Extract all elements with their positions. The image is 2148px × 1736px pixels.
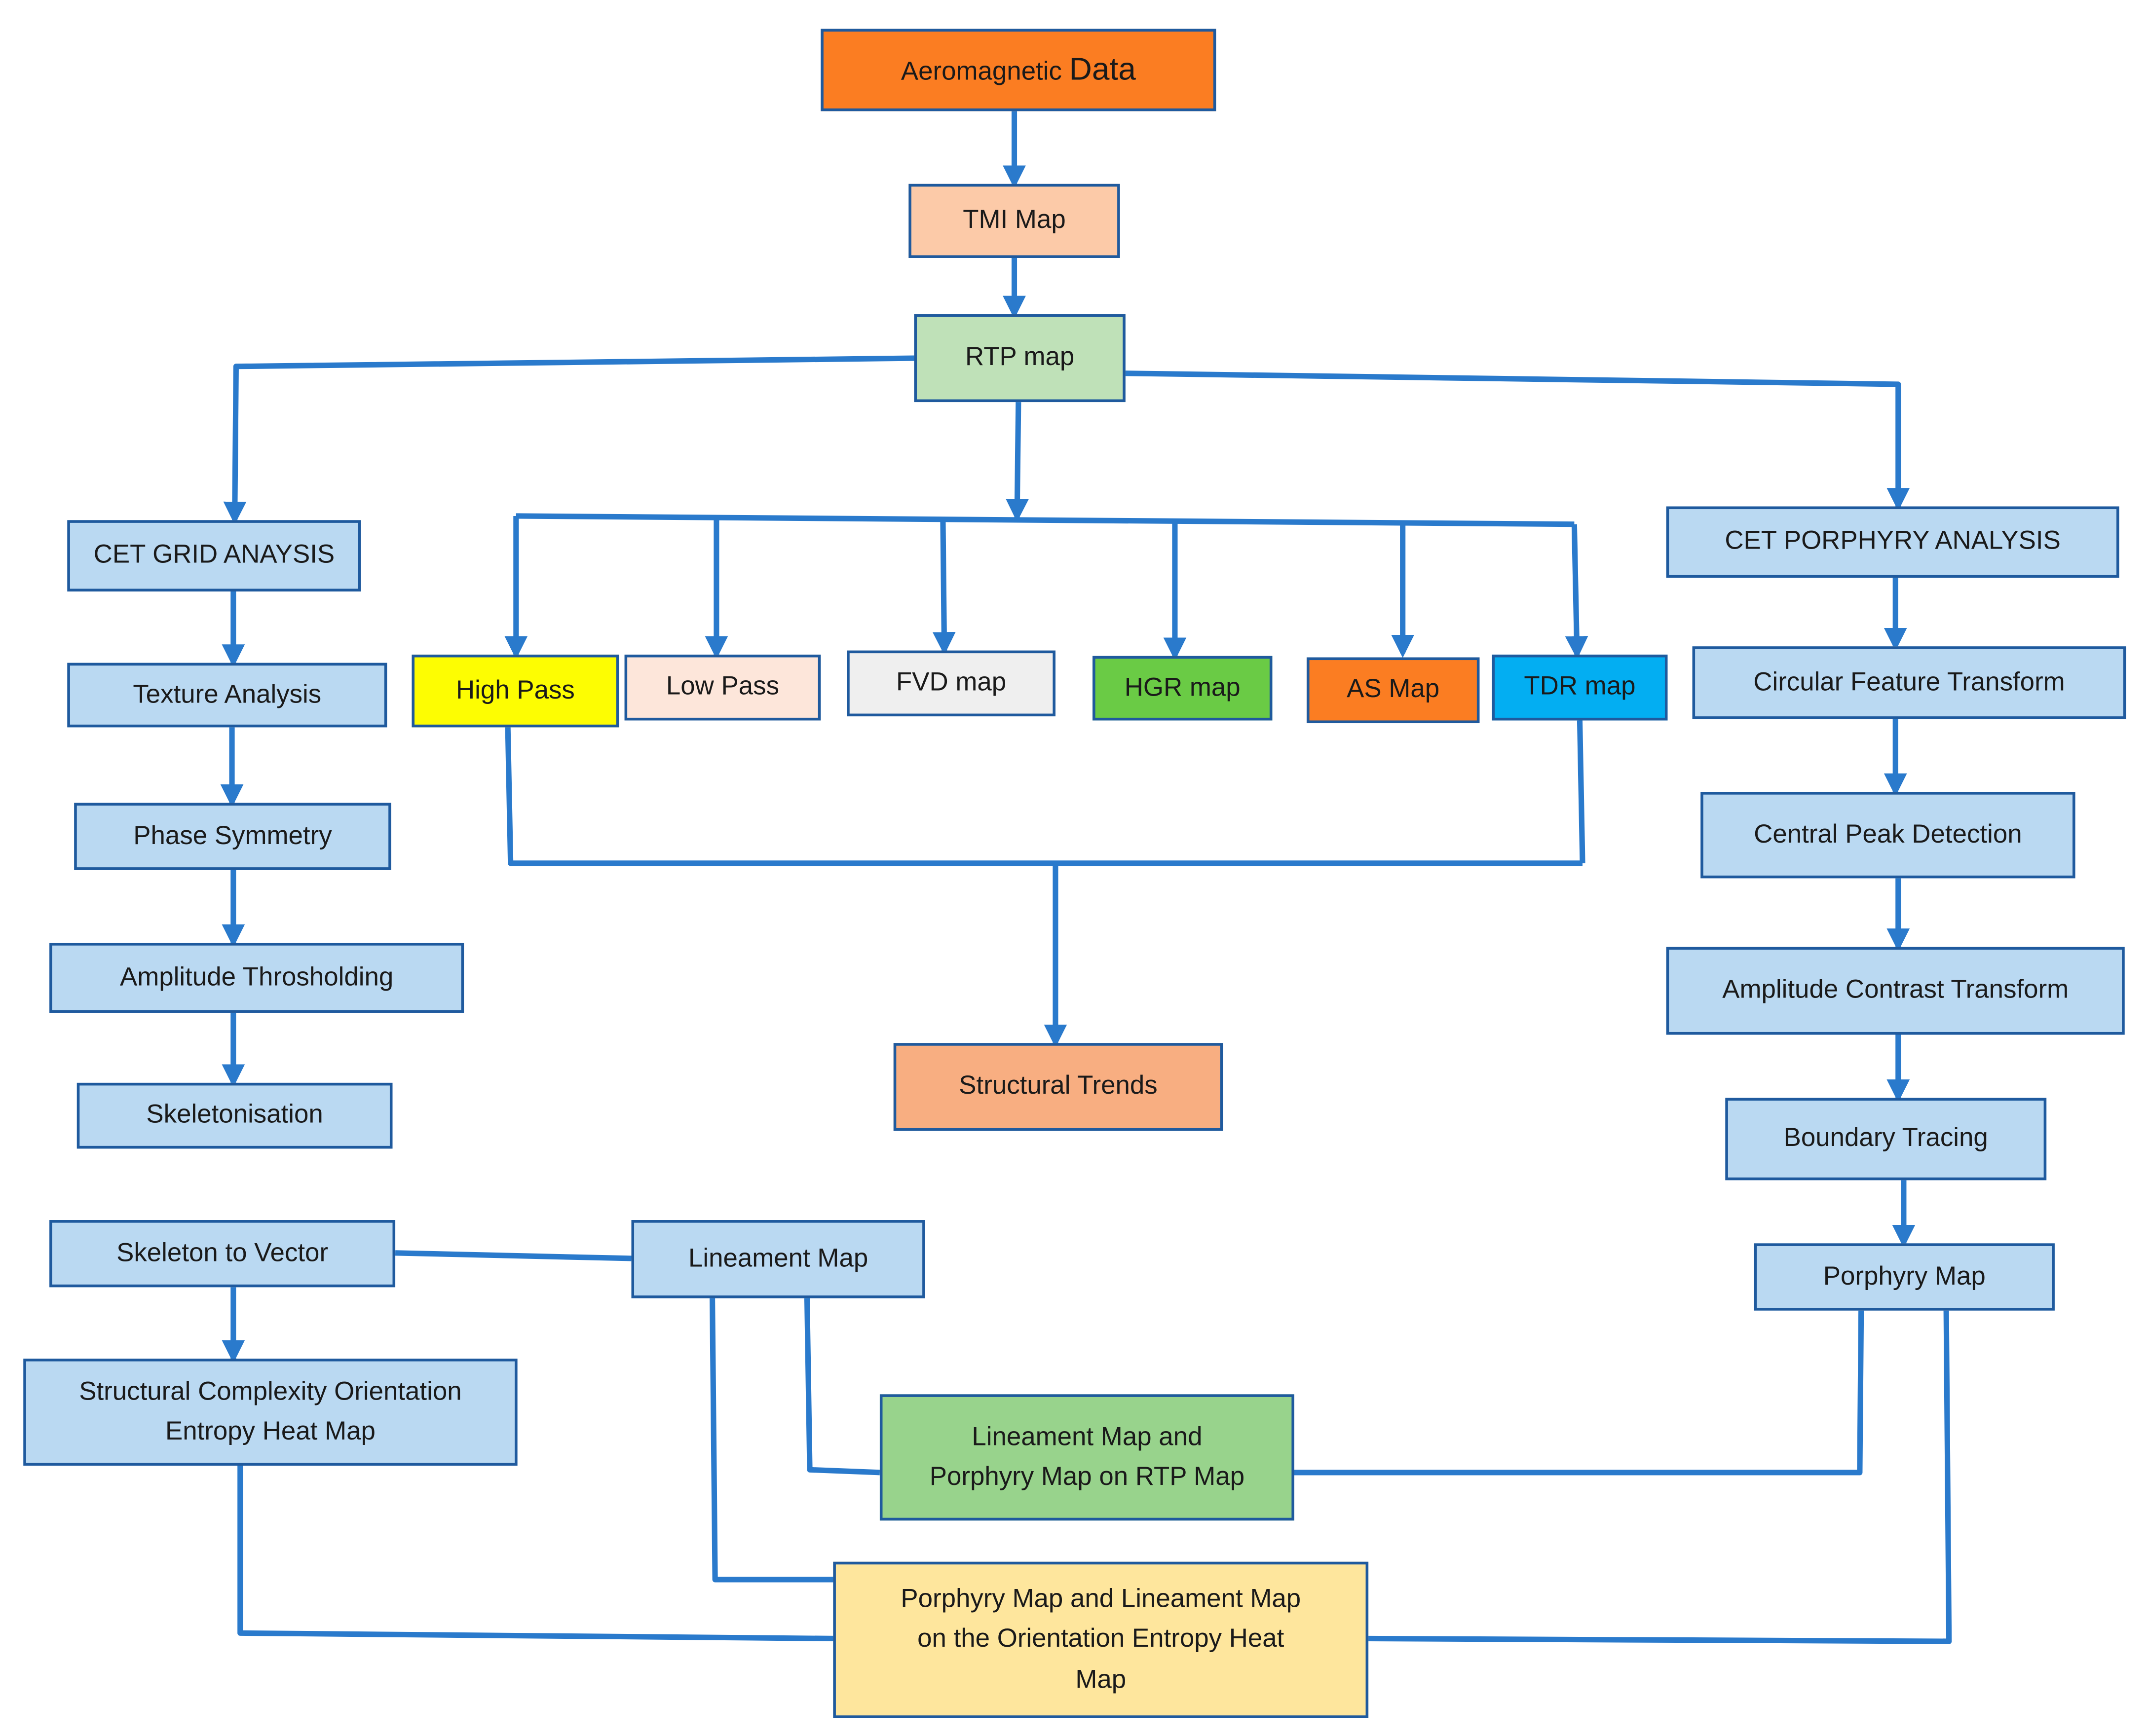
arrow-rtp-to-filters [1006,402,1029,522]
node-tmi-map: TMI Map [908,184,1120,258]
arrow-bus-to-fvd [932,518,956,655]
node-structural-complexity-heat-map: Structural Complexity Orientation Entrop… [23,1359,518,1466]
node-high-pass-label: High Pass [455,676,575,705]
line-porphyry-to-lineament-porphyry-rtp [1294,1310,1864,1476]
arrow-rtp-to-cet-porphyry [1124,370,1910,511]
merge-high-pass [505,727,1583,866]
node-high-pass: High Pass [412,654,619,728]
node-hgr-map-label: HGR map [1124,673,1241,702]
node-amplitude-contrast-transform-label: Amplitude Contrast Transform [1722,976,2069,1005]
node-porphyry-map-label: Porphyry Map [1823,1262,1986,1292]
node-amplitude-thresholding-label: Amplitude Throsholding [119,963,394,992]
merge-tdr [1577,720,1585,863]
node-lineament-map: Lineament Map [631,1220,925,1298]
node-rtp-map-label: RTP map [965,343,1075,372]
node-amplitude-thresholding: Amplitude Throsholding [49,943,464,1013]
node-hgr-map: HGR map [1093,656,1273,721]
node-skeletonisation-label: Skeletonisation [146,1101,323,1130]
node-skeletonisation: Skeletonisation [76,1082,393,1149]
line-skeleton-vector-to-lineament [395,1250,632,1261]
node-tdr-map-label: TDR map [1524,672,1636,702]
node-porphyry-lineament-entropy-line3: Map [1075,1665,1127,1695]
node-amplitude-contrast-transform: Amplitude Contrast Transform [1666,947,2125,1035]
line-complexity-to-final [237,1465,835,1642]
node-boundary-tracing-label: Boundary Tracing [1783,1124,1988,1153]
line-lineament-to-final [710,1298,835,1583]
arrow-bus-to-tdr [1565,524,1588,660]
line-porphyry-to-final [1367,1310,1952,1644]
node-lineament-map-label: Lineament Map [688,1244,868,1273]
node-aeromagnetic-data: Aeromagnetic Data [821,29,1216,111]
node-porphyry-lineament-entropy-line1: Porphyry Map and Lineament Map [901,1585,1301,1614]
node-rtp-map: RTP map [914,314,1126,403]
node-lineament-porphyry-on-rtp-line2: Porphyry Map on RTP Map [929,1463,1245,1492]
arrow-rtp-to-cet-grid [223,355,914,525]
node-tdr-map: TDR map [1492,654,1668,721]
node-fvd-map: FVD map [847,650,1055,717]
node-skeleton-to-vector-label: Skeleton to Vector [116,1239,329,1268]
node-texture-analysis-label: Texture Analysis [133,680,322,709]
node-porphyry-lineament-entropy-line2: on the Orientation Entropy Heat [917,1625,1284,1654]
node-circular-feature-transform-label: Circular Feature Transform [1753,668,2065,697]
node-structural-complexity-line1: Structural Complexity Orientation [79,1377,462,1406]
node-cet-grid-analysis-label: CET GRID ANAYSIS [93,541,335,570]
node-cet-porphyry-analysis: CET PORPHYRY ANALYSIS [1666,506,2119,578]
node-structural-trends-label: Structural Trends [959,1072,1158,1101]
node-low-pass: Low Pass [624,654,821,721]
node-as-map: AS Map [1306,657,1480,724]
node-boundary-tracing: Boundary Tracing [1725,1098,2047,1181]
node-cet-grid-analysis: CET GRID ANAYSIS [67,520,361,591]
node-phase-symmetry: Phase Symmetry [74,803,391,870]
node-tmi-map-label: TMI Map [963,206,1066,235]
node-lineament-porphyry-on-rtp: Lineament Map and Porphyry Map on RTP Ma… [879,1394,1294,1521]
node-structural-complexity-line2: Entropy Heat Map [165,1417,376,1447]
node-phase-symmetry-label: Phase Symmetry [133,821,332,851]
node-porphyry-map: Porphyry Map [1754,1243,2055,1311]
node-structural-trends: Structural Trends [893,1043,1223,1131]
node-circular-feature-transform: Circular Feature Transform [1692,646,2126,719]
node-skeleton-to-vector: Skeleton to Vector [49,1220,396,1288]
node-central-peak-detection: Central Peak Detection [1700,792,2075,879]
node-porphyry-lineament-on-entropy-heat-map: Porphyry Map and Lineament Map on the Or… [833,1561,1369,1718]
node-as-map-label: AS Map [1347,675,1440,704]
node-fvd-map-label: FVD map [896,668,1007,698]
filter-bus [516,513,1575,527]
node-cet-porphyry-analysis-label: CET PORPHYRY ANALYSIS [1725,527,2061,556]
node-central-peak-detection-label: Central Peak Detection [1754,820,2022,850]
node-aeromagnetic-label-b: Data [1069,51,1136,87]
line-lineament-to-lineament-porphyry-rtp [804,1298,880,1476]
node-low-pass-label: Low Pass [666,672,780,702]
node-lineament-porphyry-on-rtp-line1: Lineament Map and [972,1422,1203,1451]
node-aeromagnetic-label-a: Aeromagnetic [901,58,1069,87]
node-texture-analysis: Texture Analysis [67,663,387,728]
